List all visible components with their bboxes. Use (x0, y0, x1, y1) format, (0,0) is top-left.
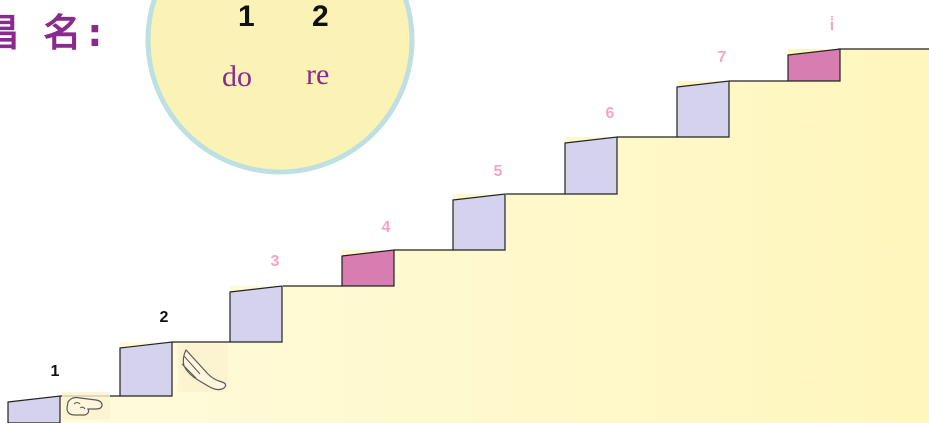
step-label-7: 7 (718, 49, 727, 66)
step-label-3: 3 (271, 253, 280, 270)
step-face-3 (229, 285, 283, 343)
step-face-8 (787, 48, 841, 82)
step-face-1 (7, 395, 61, 423)
step-face-2 (119, 341, 173, 397)
solfege-circle: 1 2 do re (145, 0, 415, 175)
circle-number-1: 1 (238, 0, 255, 33)
open-hand-icon (178, 344, 228, 392)
step-label-8: i̇ (830, 16, 834, 34)
step-label-2: 2 (160, 309, 169, 326)
circle-number-2: 2 (312, 0, 329, 33)
syllable-do: do (222, 60, 252, 93)
step-face-7 (676, 80, 730, 138)
step-label-1: 1 (51, 363, 60, 380)
fist-hand-icon (62, 392, 110, 420)
step-face-4 (341, 249, 395, 287)
page-title: 唱 名: (0, 11, 109, 55)
step-label-6: 6 (606, 105, 615, 122)
syllable-re: re (306, 58, 329, 91)
step-label-5: 5 (494, 163, 503, 180)
step-label-4: 4 (382, 219, 391, 236)
step-face-6 (564, 136, 618, 195)
step-face-5 (452, 193, 506, 251)
